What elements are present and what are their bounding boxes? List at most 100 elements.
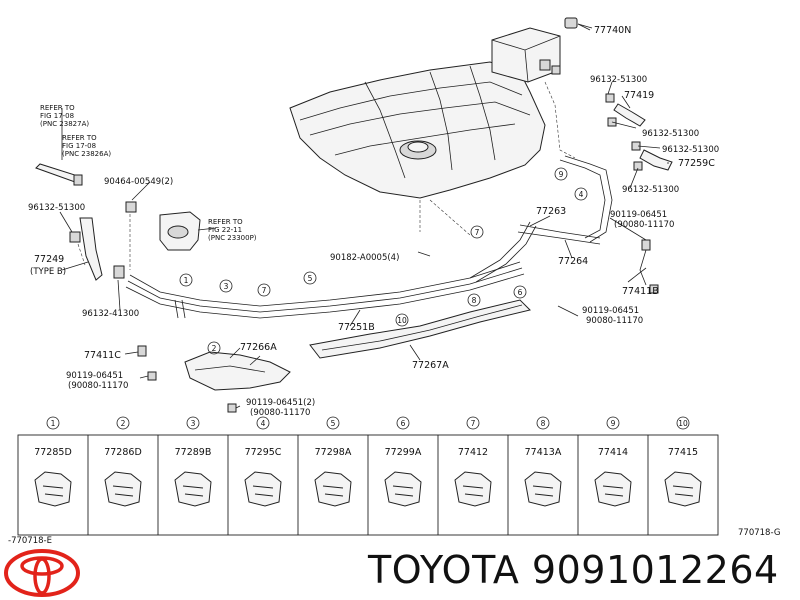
label-77411C: 77411C [84,350,121,361]
label-90464-00549: 90464-00549(2) [104,177,173,187]
marker-4: 4 [579,190,584,199]
label-90119-06451-b: 90119-06451(2) [246,398,315,408]
clamp-part-7: 77412 [458,447,488,458]
clamp-part-3: 77289B [175,447,212,458]
clamp-index-1: 1 [51,419,56,428]
clamp-index-7: 7 [471,419,476,428]
marker-10: 10 [397,316,407,325]
clamp-index-circle [116,416,130,430]
clamp-index-circle [186,416,200,430]
refer-label-2-line1: REFER TO [62,134,97,142]
clamp-sketch-10 [664,471,702,507]
fuel-tank [289,61,546,236]
label-90182-A0005: 90182-A0005(4) [330,253,399,263]
refer-label-3-line3: (PNC 23300P) [208,234,257,242]
clamp-sketch-1 [34,471,72,507]
diagram-markers: 1 2 3 7 5 10 7 8 6 9 4 [179,167,588,355]
label-96132-51300-r3: 96132-51300 [662,145,719,155]
label-77263: 77263 [536,206,566,217]
callout-labels: REFER TO FIG 17-08 (PNC 23827A) REFER TO… [28,25,719,418]
label-77411B: 77411B [622,286,659,297]
clamp-part-1: 77285D [34,447,72,458]
toyota-logo-icon [4,549,80,597]
clamp-part-9: 77414 [598,447,628,458]
marker-2: 2 [212,344,217,353]
clamp-sketch-7 [454,471,492,507]
clamp-reference-table: 1 77285D 2 77286D 3 77289B 4 77295C 5 77298A 6 7729… [17,416,719,536]
clamp-index-9: 9 [611,419,616,428]
clamp-part-8: 77413A [525,447,562,458]
label-77419: 77419 [624,90,654,101]
label-96132-51300-r4: 96132-51300 [622,185,679,195]
label-77251B: 77251B [338,322,375,333]
label-90119-06451-c: 90119-06451 [610,210,667,220]
marker-5: 5 [308,274,313,283]
marker-3: 3 [224,282,229,291]
clamp-part-6: 77299A [385,447,422,458]
clamp-index-2: 2 [121,419,126,428]
clamp-part-10: 77415 [668,447,698,458]
clamp-sketch-6 [384,471,422,507]
code-right: 770718-G [738,528,780,538]
label-90080-11170-a: (90080-11170 [68,381,128,391]
clamp-sketch-9 [594,471,632,507]
label-77249: 77249 [34,254,64,265]
refer-label-2-line2: FIG 17-08 [62,142,96,150]
label-77266A: 77266A [240,342,277,353]
clamp-index-circle [46,416,60,430]
clamp-part-5: 77298A [315,447,352,458]
label-90080-11170-c: (90080-11170 [614,220,674,230]
label-77249-type: (TYPE B) [30,267,66,277]
clamp-index-8: 8 [541,419,546,428]
label-90080-11170-d: 90080-11170 [586,316,643,326]
marker-7a: 7 [262,286,267,295]
clamp-part-4: 77295C [245,447,282,458]
charcoal-canister [491,17,593,159]
marker-7b: 7 [475,228,480,237]
label-96132-51300-r2: 96132-51300 [642,129,699,139]
fuel-lines [125,221,537,319]
refer-label-3-line1: REFER TO [208,218,243,226]
clamp-index-circle [606,416,620,430]
refer-label-1-line1: REFER TO [40,104,75,112]
clamp-index-5: 5 [331,419,336,428]
protector-77267A [309,299,531,359]
refer-label-3-line2: FIG 22-11 [208,226,242,234]
protector-77266A [184,351,291,391]
clamp-index-4: 4 [261,419,266,428]
clamp-index-10: 10 [678,419,688,428]
right-hoses [517,93,673,294]
clamp-sketch-4 [244,471,282,507]
marker-6: 6 [518,288,523,297]
brand-part-number: TOYOTA 9091012264 [368,548,779,592]
clamp-index-6: 6 [401,419,406,428]
marker-1: 1 [184,276,189,285]
clamp-index-circle [466,416,480,430]
clamp-index-circle [326,416,340,430]
clamp-sketch-2 [104,471,142,507]
clamp-index-circle [676,416,690,430]
clamp-index-circle [396,416,410,430]
label-77264: 77264 [558,256,588,267]
label-90119-06451-a: 90119-06451 [66,371,123,381]
refer-label-1-line3: (PNC 23827A) [40,120,89,128]
refer-label-2-line3: (PNC 23826A) [62,150,111,158]
label-90080-11170-b: (90080-11170 [250,408,310,418]
left-components [35,163,237,413]
clamp-index-circle [256,416,270,430]
marker-9: 9 [559,170,564,179]
clamp-index-circle [536,416,550,430]
marker-8: 8 [472,296,477,305]
clamp-index-3: 3 [191,419,196,428]
label-77740N: 77740N [594,25,631,36]
label-90119-06451-d: 90119-06451 [582,306,639,316]
clamp-sketch-3 [174,471,212,507]
clamp-part-2: 77286D [104,447,142,458]
clamp-sketch-5 [314,471,352,507]
label-96132-51300-r1: 96132-51300 [590,75,647,85]
label-77267A: 77267A [412,360,449,371]
code-left: -770718-E [8,536,52,546]
label-77259C: 77259C [678,158,715,169]
clamp-sketch-8 [524,471,562,507]
